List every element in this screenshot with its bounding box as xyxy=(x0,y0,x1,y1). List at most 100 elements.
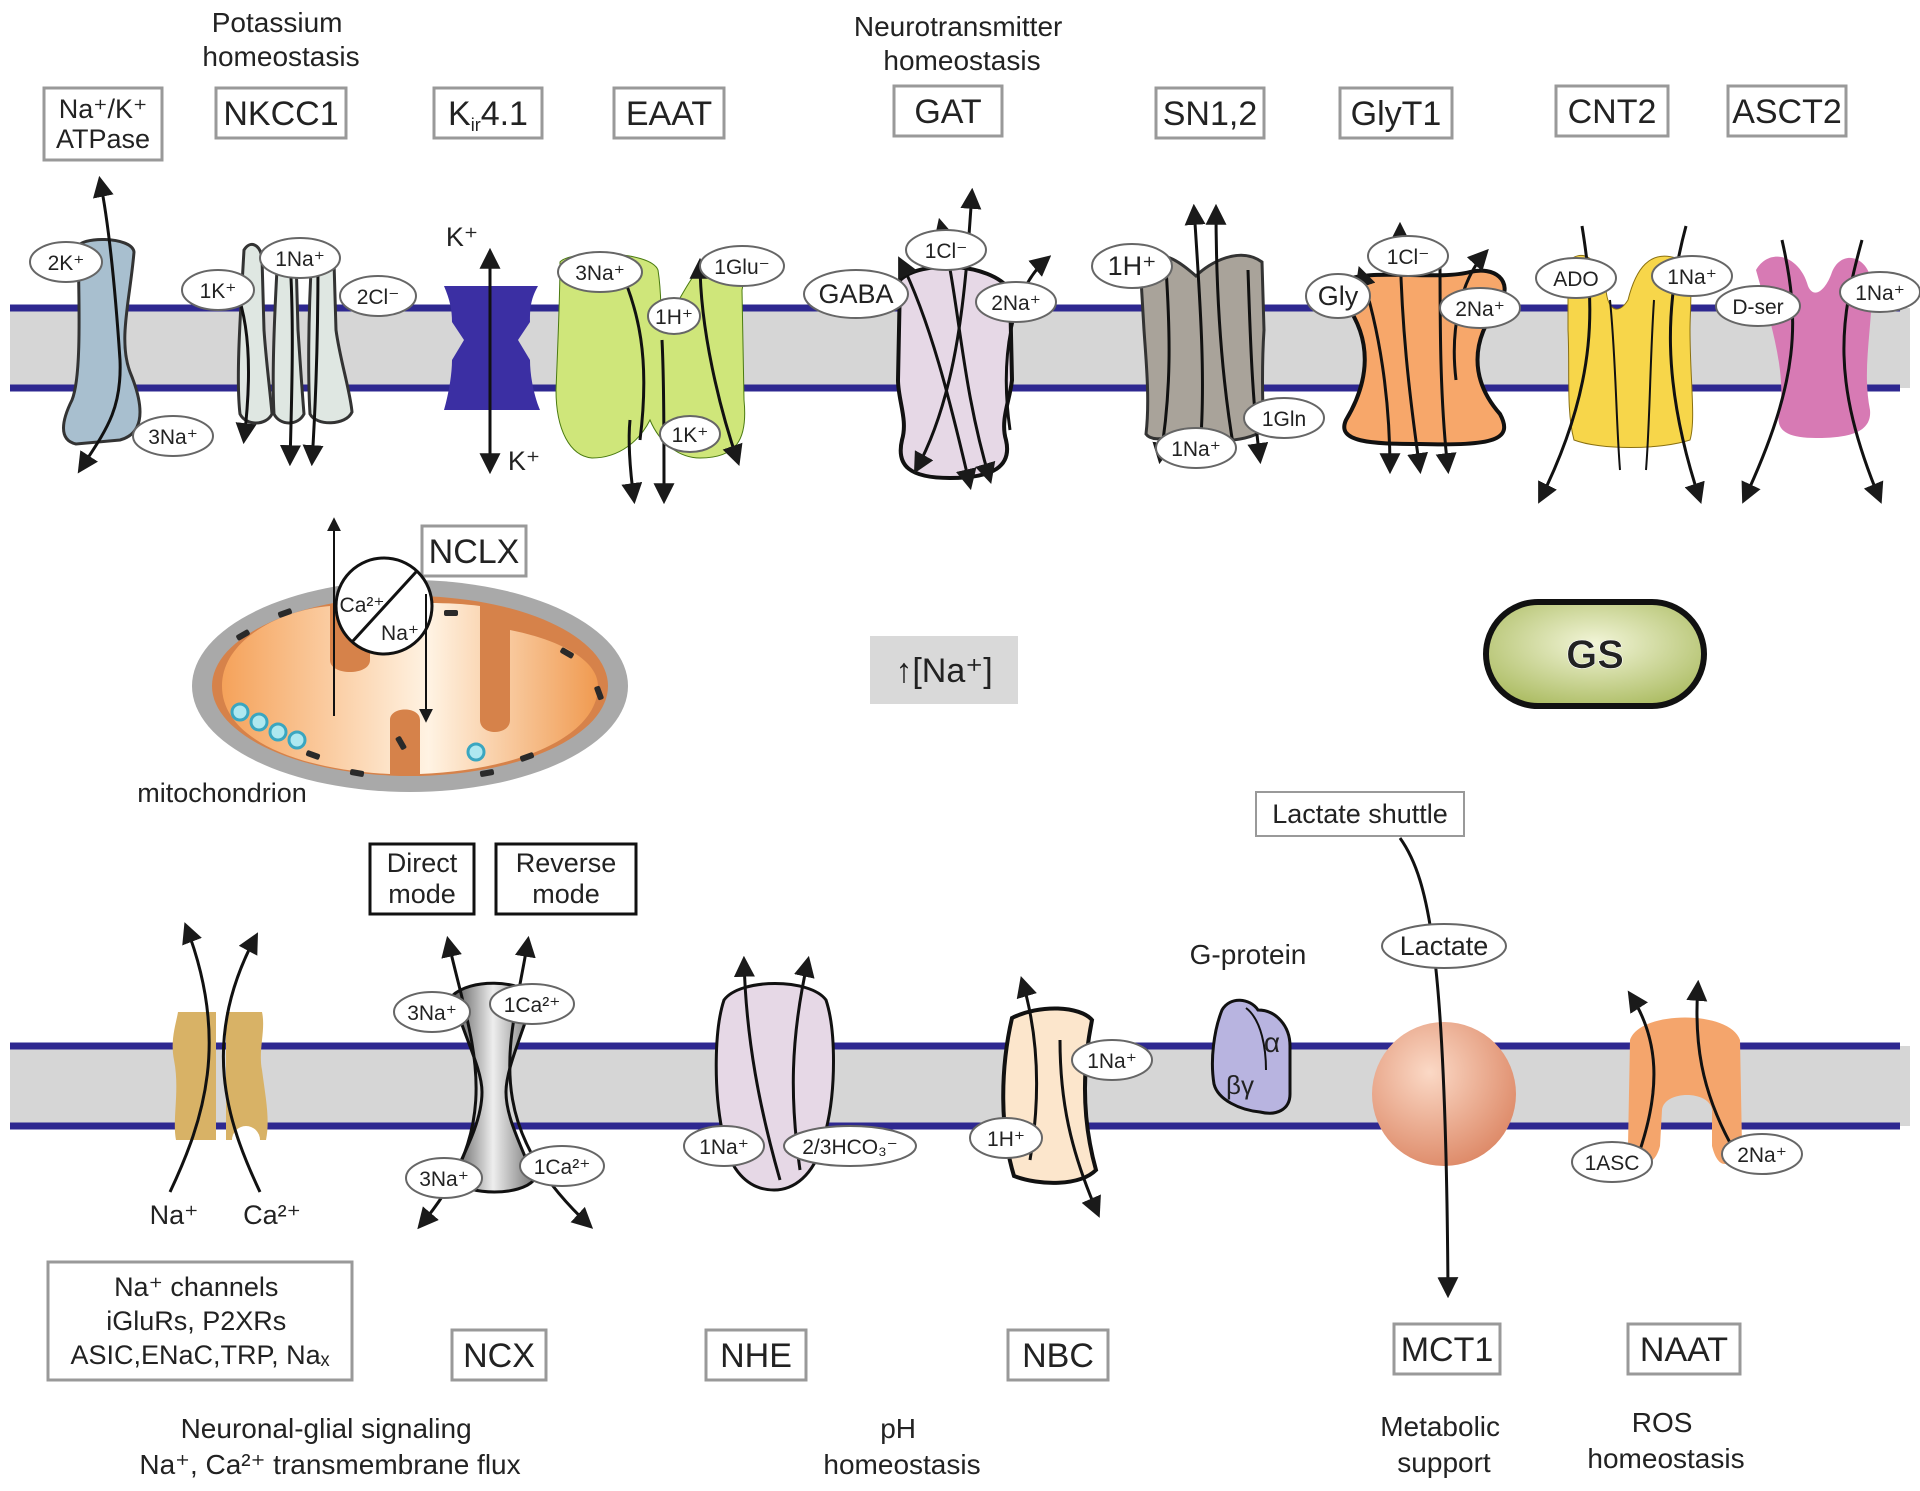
svg-text:Lactate shuttle: Lactate shuttle xyxy=(1272,799,1448,829)
svg-text:3Na⁺: 3Na⁺ xyxy=(419,1168,469,1191)
svg-text:1Na⁺: 1Na⁺ xyxy=(1171,438,1221,461)
svg-text:1ASC: 1ASC xyxy=(1585,1152,1640,1175)
bottom-membrane xyxy=(10,1042,1910,1130)
svg-text:NBC: NBC xyxy=(1022,1337,1094,1375)
asct2-transporter: D-ser 1Na⁺ xyxy=(1715,239,1920,504)
sodium-level-indicator: ↑[Na⁺] xyxy=(870,636,1018,704)
svg-text:K⁺: K⁺ xyxy=(446,222,478,252)
svg-text:1Na⁺: 1Na⁺ xyxy=(1667,266,1717,289)
svg-text:Lactate: Lactate xyxy=(1400,931,1489,961)
metabolic-heading: Metabolic support xyxy=(1380,1411,1508,1478)
svg-text:GABA: GABA xyxy=(818,279,893,309)
svg-text:3Na⁺: 3Na⁺ xyxy=(148,426,198,449)
glutamine-synthetase: GS xyxy=(1483,599,1707,709)
svg-text:CNT2: CNT2 xyxy=(1568,93,1657,131)
label-naat: NAAT xyxy=(1626,1322,1742,1376)
svg-text:GS: GS xyxy=(1566,633,1624,677)
svg-text:Ca²⁺: Ca²⁺ xyxy=(243,1200,301,1230)
svg-text:↑[Na⁺]: ↑[Na⁺] xyxy=(895,652,992,690)
svg-text:Na⁺: Na⁺ xyxy=(381,622,419,645)
label-mct1: MCT1 xyxy=(1392,1322,1502,1376)
svg-text:NCX: NCX xyxy=(463,1337,535,1375)
label-cnt2: CNT2 xyxy=(1554,84,1670,138)
label-ncx: NCX xyxy=(450,1328,548,1382)
svg-text:NAAT: NAAT xyxy=(1640,1331,1728,1369)
svg-text:1Cl⁻: 1Cl⁻ xyxy=(1387,246,1430,269)
svg-text:GAT: GAT xyxy=(914,93,981,131)
svg-text:1K⁺: 1K⁺ xyxy=(672,424,709,447)
svg-text:K⁺: K⁺ xyxy=(508,446,540,476)
potassium-heading: Potassium homeostasis xyxy=(202,7,359,72)
svg-text:1Ca²⁺: 1Ca²⁺ xyxy=(534,1156,591,1179)
eaat-transporter: 3Na⁺ 1Glu⁻ 1H⁺ 1K⁺ xyxy=(555,245,785,505)
svg-text:1H⁺: 1H⁺ xyxy=(1108,251,1157,281)
sodium-channels: Na⁺ Ca²⁺ xyxy=(150,922,301,1230)
svg-text:ASCT2: ASCT2 xyxy=(1732,93,1842,131)
label-atpase: Na⁺/K⁺ATPase xyxy=(42,86,164,162)
svg-text:2Na⁺: 2Na⁺ xyxy=(1737,1144,1787,1167)
svg-text:Ca²⁺: Ca²⁺ xyxy=(340,594,385,617)
svg-text:1K⁺: 1K⁺ xyxy=(200,280,237,303)
mct1-transporter: Lactate xyxy=(1372,837,1516,1299)
svg-text:3Na⁺: 3Na⁺ xyxy=(575,262,625,285)
svg-text:1H⁺: 1H⁺ xyxy=(987,1128,1025,1151)
svg-text:1Ca²⁺: 1Ca²⁺ xyxy=(504,994,561,1017)
svg-text:SN1,2: SN1,2 xyxy=(1163,95,1258,133)
svg-text:3Na⁺: 3Na⁺ xyxy=(407,1002,457,1025)
naat-transporter: 1ASC 2Na⁺ xyxy=(1571,979,1803,1183)
svg-text:βγ: βγ xyxy=(1226,1070,1254,1100)
label-nbc: NBC xyxy=(1006,1328,1110,1382)
svg-text:NKCC1: NKCC1 xyxy=(223,95,338,133)
svg-text:2/3HCO₃⁻: 2/3HCO₃⁻ xyxy=(802,1136,898,1159)
svg-text:1Na⁺: 1Na⁺ xyxy=(699,1136,749,1159)
gat-transporter: 1Cl⁻ GABA 2Na⁺ xyxy=(803,187,1057,491)
ncx-exchanger: 3Na⁺ 1Ca²⁺ 3Na⁺ 1Ca²⁺ xyxy=(393,935,605,1230)
svg-text:Kir4.1: Kir4.1 xyxy=(448,95,528,135)
ph-heading: pH homeostasis xyxy=(823,1413,980,1480)
svg-text:D-ser: D-ser xyxy=(1732,296,1783,319)
svg-text:NHE: NHE xyxy=(720,1337,792,1375)
svg-text:α: α xyxy=(1264,1027,1280,1058)
gprotein: α βγ xyxy=(1210,998,1292,1115)
neurotransmitter-heading: Neurotransmitter homeostasis xyxy=(854,11,1070,76)
svg-text:1Na⁺: 1Na⁺ xyxy=(275,248,325,271)
svg-text:1Na⁺: 1Na⁺ xyxy=(1855,282,1905,305)
label-nclx: NCLX xyxy=(420,524,528,578)
atpase-transporter: 2K⁺ 3Na⁺ xyxy=(29,175,214,474)
svg-text:ADO: ADO xyxy=(1553,268,1599,291)
cnt2-transporter: ADO 1Na⁺ xyxy=(1535,225,1733,504)
svg-text:2Na⁺: 2Na⁺ xyxy=(1455,298,1505,321)
ros-heading: ROS homeostasis xyxy=(1587,1407,1744,1474)
label-asct2: ASCT2 xyxy=(1726,84,1848,138)
svg-text:MCT1: MCT1 xyxy=(1401,1331,1494,1369)
svg-text:EAAT: EAAT xyxy=(626,95,712,133)
mitochondrion xyxy=(192,580,628,792)
mitochondrion-label: mitochondrion xyxy=(137,778,307,808)
svg-text:Na⁺: Na⁺ xyxy=(150,1200,199,1230)
svg-text:GlyT1: GlyT1 xyxy=(1351,95,1442,133)
svg-text:1H⁺: 1H⁺ xyxy=(655,306,693,329)
svg-text:1Gln: 1Gln xyxy=(1262,408,1306,431)
label-sn12: SN1,2 xyxy=(1154,86,1266,140)
signaling-heading: Neuronal-glial signaling Na⁺, Ca²⁺ trans… xyxy=(139,1413,520,1480)
label-glyt1: GlyT1 xyxy=(1338,86,1454,140)
label-gat: GAT xyxy=(892,84,1004,138)
svg-text:1Cl⁻: 1Cl⁻ xyxy=(925,240,968,263)
label-lactate-shuttle: Lactate shuttle xyxy=(1255,791,1465,837)
label-nhe: NHE xyxy=(704,1328,808,1382)
nhe-exchanger: 1Na⁺ 2/3HCO₃⁻ xyxy=(683,955,917,1192)
label-nkcc1: NKCC1 xyxy=(214,86,348,140)
kir41-channel: K⁺ K⁺ xyxy=(444,222,540,476)
svg-text:Na⁺/K⁺ATPase: Na⁺/K⁺ATPase xyxy=(56,94,150,154)
svg-text:2K⁺: 2K⁺ xyxy=(48,252,85,275)
svg-text:Gly: Gly xyxy=(1318,281,1359,311)
sn12-transporter: 1H⁺ 1Gln 1Na⁺ xyxy=(1091,203,1325,469)
label-kir41: Kir4.1 xyxy=(432,86,544,140)
svg-text:2Na⁺: 2Na⁺ xyxy=(991,292,1041,315)
glyt1-transporter: 1Cl⁻ Gly 2Na⁺ xyxy=(1305,221,1521,475)
svg-text:1Na⁺: 1Na⁺ xyxy=(1087,1050,1137,1073)
